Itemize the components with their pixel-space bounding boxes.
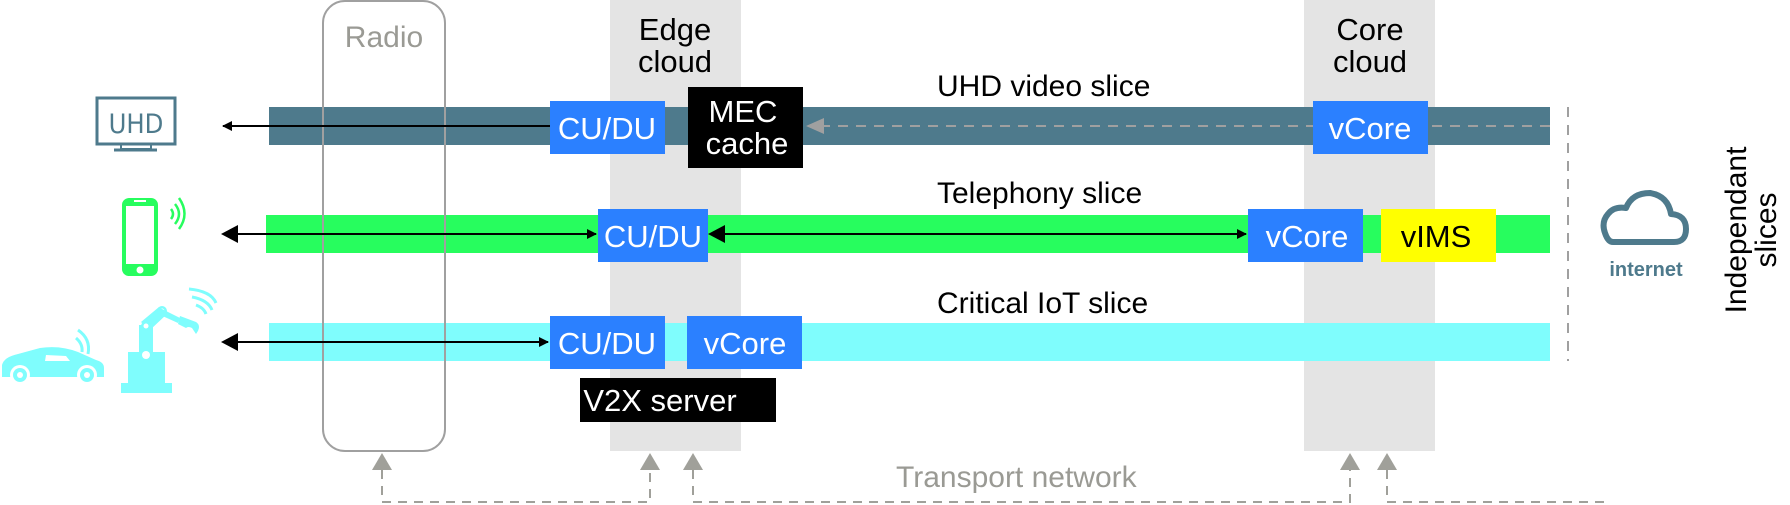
uhd-vcore-box: [1313, 101, 1428, 154]
transport-arrowheads: [372, 453, 1397, 470]
edge-cloud-title-1: Edge: [639, 12, 711, 47]
uhd-cudu-label: CU/DU: [558, 111, 656, 146]
iot-vcore-label: vCore: [704, 326, 787, 361]
mec-cache-box: [688, 87, 803, 168]
uhd-cache-arrowhead: [806, 118, 824, 134]
internet-label: internet: [1609, 259, 1683, 281]
radio-zone: [322, 0, 446, 452]
iot-cudu-label: CU/DU: [558, 326, 656, 361]
core-cloud-title-2: cloud: [1333, 44, 1407, 79]
vims-box: [1381, 209, 1496, 262]
svg-text:UHD: UHD: [109, 109, 164, 140]
transport-network-label: Transport network: [896, 461, 1138, 494]
uhd-cudu-box: [550, 101, 665, 154]
telephony-core-left-arrowhead: [708, 225, 725, 243]
robot-arm-icon: [121, 287, 218, 393]
telephony-slice-title: Telephony slice: [937, 177, 1142, 210]
uhd-vcore-label: vCore: [1329, 111, 1412, 146]
mec-cache-label-2: cache: [706, 126, 789, 161]
iot-cudu-box: [550, 316, 665, 369]
cloud-icon: [1600, 190, 1689, 245]
iot-left-arrowhead: [221, 333, 238, 351]
side-label-line-1: Independant: [1720, 146, 1753, 313]
radio-title: Radio: [345, 21, 423, 54]
iot-slice-title: Critical IoT slice: [937, 287, 1148, 320]
telephony-cudu-label: CU/DU: [604, 219, 702, 254]
telephony-cudu-box: [598, 209, 708, 262]
v2x-server-box: [580, 378, 776, 422]
vims-label: vIMS: [1401, 219, 1472, 254]
core-cloud-title-1: Core: [1336, 12, 1403, 47]
telephony-left-arrowhead: [221, 225, 238, 243]
iot-vcore-box: [687, 316, 802, 369]
edge-cloud-title-2: cloud: [638, 44, 712, 79]
transport-network-links: [381, 470, 1605, 503]
side-label-line-2: slices: [1750, 192, 1783, 267]
v2x-server-label: V2X server: [583, 383, 736, 418]
car-icon: [2, 328, 104, 385]
uhd-slice-title: UHD video slice: [937, 70, 1150, 103]
tv-uhd-icon: UHD: [95, 96, 177, 152]
smartphone-icon: [122, 197, 186, 276]
mec-cache-label-1: MEC: [709, 94, 778, 129]
telephony-vcore-box: [1248, 209, 1363, 262]
telephony-vcore-label: vCore: [1266, 219, 1349, 254]
